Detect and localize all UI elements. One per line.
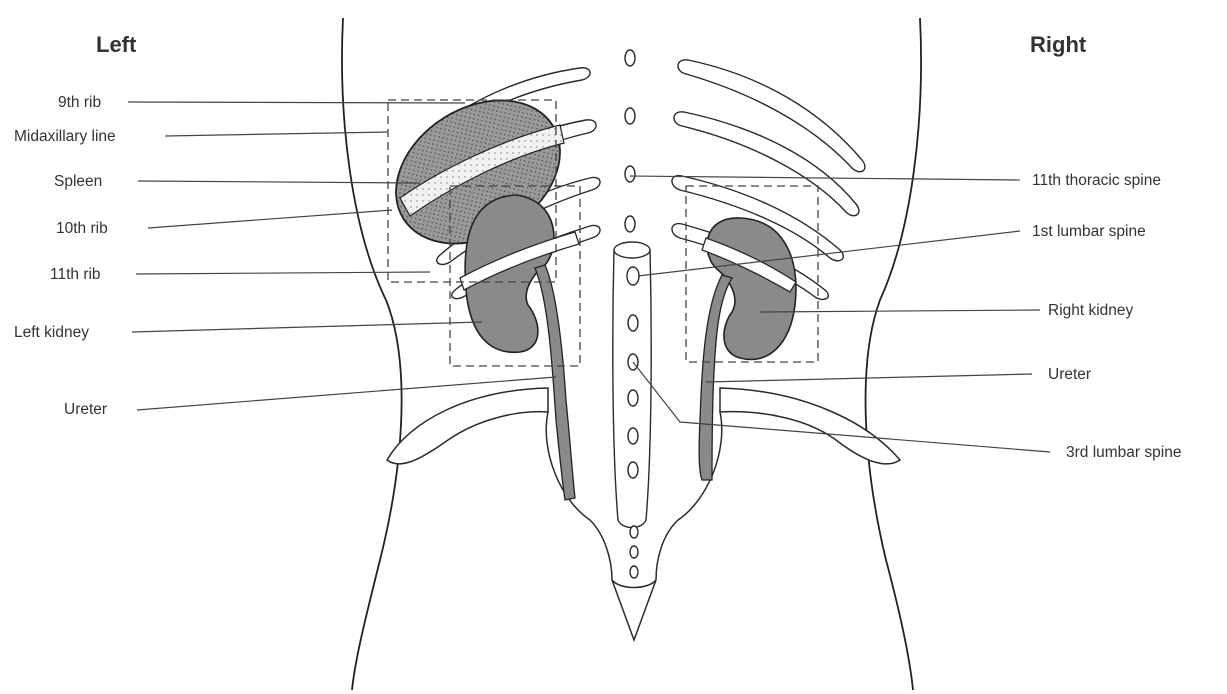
lumbar-vertebra [628,390,638,406]
lumbar-vertebra [628,428,638,444]
leader-lines [128,102,1050,452]
leader-9th-rib [128,102,465,103]
leader-right-kidney [760,310,1040,312]
label-11th-rib: 11th rib [50,266,101,283]
label-1st-lumbar-spine: 1st lumbar spine [1032,223,1146,240]
leader-left-kidney [132,322,482,332]
leader-spleen [138,181,420,183]
heading-left: Left [96,32,137,57]
torso-left-outline [342,18,402,690]
thoracic-spine [625,50,635,232]
label-left-ureter: Ureter [64,401,107,418]
leader-11th-rib [136,272,430,274]
label-spleen: Spleen [54,173,102,190]
thoracic-vertebra [625,50,635,66]
thoracic-vertebra [625,166,635,182]
sacral-foramen [630,526,638,538]
left-iliac-crest [387,388,548,464]
thoracic-vertebra [625,216,635,232]
label-midaxillary-line: Midaxillary line [14,128,116,145]
thoracic-vertebra [625,108,635,124]
lumbar-vertebra [628,462,638,478]
sacrum [612,580,656,640]
right-rib-10 [674,112,859,216]
lumbar-column-top [614,242,650,258]
label-9th-rib: 9th rib [58,94,101,111]
sacral-foramen [630,566,638,578]
lumbar-spine [613,242,651,578]
leader-10th-rib [148,210,392,228]
label-3rd-lumbar-spine: 3rd lumbar spine [1066,444,1181,461]
torso-right-outline [866,18,921,690]
label-left-kidney: Left kidney [14,324,89,341]
left-ilium-inner [546,412,612,580]
label-right-kidney: Right kidney [1048,302,1134,319]
sacral-foramen [630,546,638,558]
leader-right-ureter [706,374,1032,382]
label-10th-rib: 10th rib [56,220,108,237]
heading-right: Right [1030,32,1087,57]
lumbar-vertebra [628,315,638,331]
label-11th-thoracic-spine: 11th thoracic spine [1032,172,1161,189]
label-right-ureter: Ureter [1048,366,1091,383]
leader-midaxillary [165,132,388,136]
lumbar-column [613,250,651,528]
lumbar-vertebra [627,267,639,285]
right-iliac-crest [720,388,900,464]
